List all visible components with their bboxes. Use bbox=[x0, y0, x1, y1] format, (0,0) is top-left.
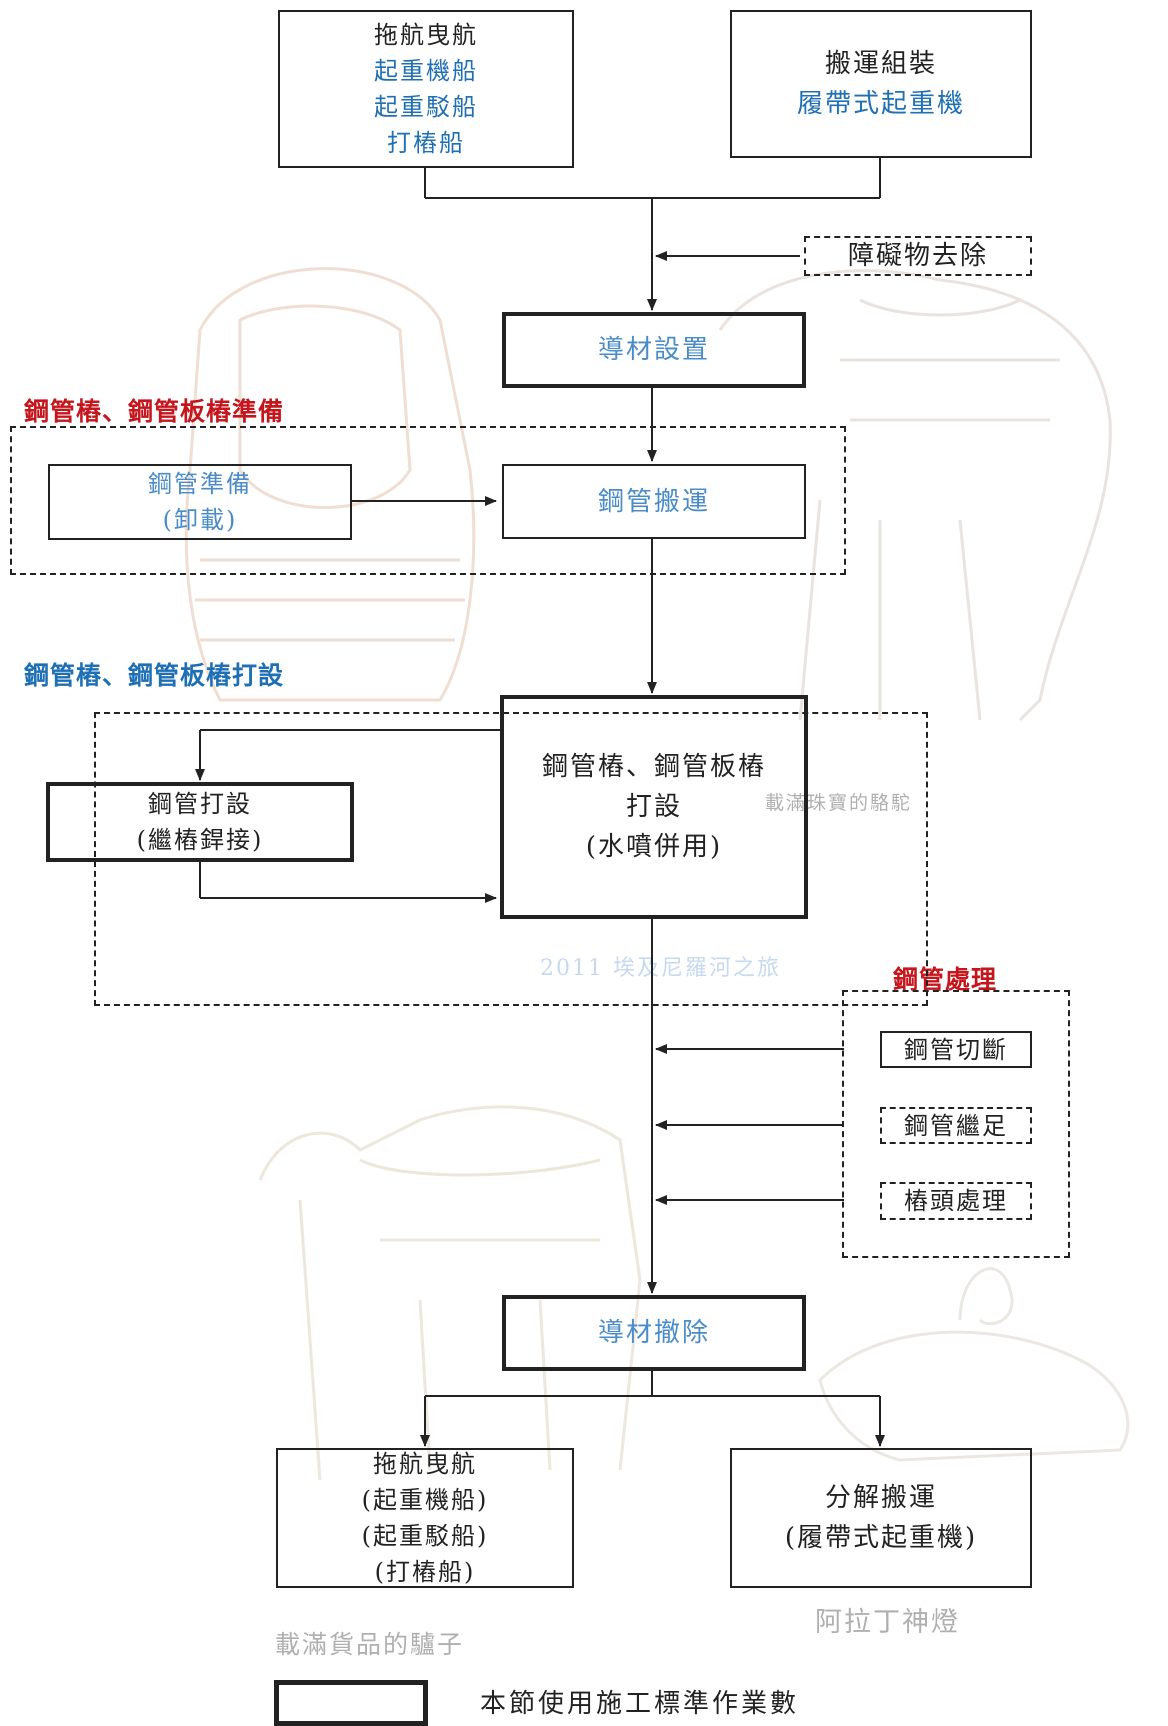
node-end-right-line-2: (履帶式起重機) bbox=[784, 1523, 978, 1553]
node-end-right: 分解搬運 (履帶式起重機) bbox=[730, 1448, 1032, 1588]
legend-label: 本節使用施工標準作業數 bbox=[480, 1689, 800, 1719]
node-start-right: 搬運組裝 履帶式起重機 bbox=[730, 10, 1032, 158]
node-pipe-extend-label: 鋼管繼足 bbox=[904, 1111, 1008, 1140]
node-pile-driving-line-1: 鋼管樁、鋼管板樁 bbox=[541, 752, 766, 782]
section-label-prep: 鋼管樁、鋼管板樁準備 bbox=[24, 397, 285, 426]
donkey-sketch bbox=[258, 1105, 642, 1481]
node-start-left-line-4: 打樁船 bbox=[387, 129, 465, 157]
camel-sketch bbox=[718, 269, 1112, 722]
node-start-right-line-1: 搬運組裝 bbox=[824, 49, 937, 79]
node-pipe-cut-label: 鋼管切斷 bbox=[904, 1035, 1008, 1064]
node-guide-setup-label: 導材設置 bbox=[597, 335, 710, 365]
node-pipe-driving-line-2: (繼樁銲接) bbox=[136, 826, 264, 854]
section-label-treatment: 鋼管處理 bbox=[893, 965, 998, 994]
node-pipe-extend: 鋼管繼足 bbox=[880, 1107, 1032, 1144]
watermark-trip: 2011 埃及尼羅河之旅 bbox=[540, 956, 781, 981]
node-pipe-cut: 鋼管切斷 bbox=[880, 1031, 1032, 1068]
node-pipe-driving-line-1: 鋼管打設 bbox=[148, 790, 252, 818]
node-end-left-line-4: (打樁船) bbox=[374, 1558, 476, 1586]
node-pipe-prep: 鋼管準備 (卸載) bbox=[48, 464, 352, 540]
node-pile-driving-line-3: (水噴併用) bbox=[585, 832, 723, 862]
node-pipe-prep-line-1: 鋼管準備 bbox=[148, 470, 252, 498]
node-pipe-prep-line-2: (卸載) bbox=[162, 506, 238, 534]
watermark-camel: 載滿珠寶的駱駝 bbox=[765, 792, 913, 814]
node-end-left-line-1: 拖航曳航 bbox=[373, 1450, 477, 1478]
node-guide-removal: 導材撤除 bbox=[502, 1295, 806, 1371]
node-start-left-line-3: 起重駁船 bbox=[374, 93, 478, 121]
node-start-left-line-2: 起重機船 bbox=[374, 57, 478, 85]
node-pile-head-label: 樁頭處理 bbox=[904, 1187, 1008, 1215]
node-start-left-line-1: 拖航曳航 bbox=[374, 21, 478, 49]
node-end-left-line-3: (起重駁船) bbox=[361, 1522, 489, 1550]
node-pile-head: 樁頭處理 bbox=[880, 1182, 1032, 1220]
node-end-left-line-2: (起重機船) bbox=[361, 1486, 489, 1514]
legend-thick-box-sample bbox=[274, 1680, 428, 1726]
node-pile-driving-line-2: 打設 bbox=[625, 792, 682, 822]
node-end-left: 拖航曳航 (起重機船) (起重駁船) (打樁船) bbox=[276, 1448, 574, 1588]
node-pile-driving-main: 鋼管樁、鋼管板樁 打設 (水噴併用) bbox=[500, 695, 808, 919]
node-guide-removal-label: 導材撤除 bbox=[597, 1318, 710, 1348]
node-end-right-line-1: 分解搬運 bbox=[824, 1483, 937, 1513]
node-pipe-transport-label: 鋼管搬運 bbox=[597, 486, 710, 517]
section-box-treatment bbox=[842, 990, 1070, 1258]
watermark-donkey: 載滿貨品的驢子 bbox=[275, 1630, 465, 1659]
node-start-left: 拖航曳航 起重機船 起重駁船 打樁船 bbox=[278, 10, 574, 168]
watermark-lamp: 阿拉丁神燈 bbox=[815, 1607, 960, 1638]
lamp-sketch bbox=[818, 1330, 1130, 1462]
pharaoh-sketch bbox=[184, 267, 476, 702]
section-box-prep bbox=[10, 426, 846, 575]
node-pipe-transport: 鋼管搬運 bbox=[502, 464, 806, 539]
node-start-right-line-2: 履帶式起重機 bbox=[796, 89, 965, 119]
section-label-driving: 鋼管樁、鋼管板樁打設 bbox=[24, 661, 285, 690]
node-pipe-driving: 鋼管打設 (繼樁銲接) bbox=[46, 782, 354, 862]
node-obstacle-label: 障礙物去除 bbox=[847, 241, 988, 271]
node-guide-setup: 導材設置 bbox=[502, 312, 806, 388]
node-obstacle-removal: 障礙物去除 bbox=[804, 236, 1032, 276]
